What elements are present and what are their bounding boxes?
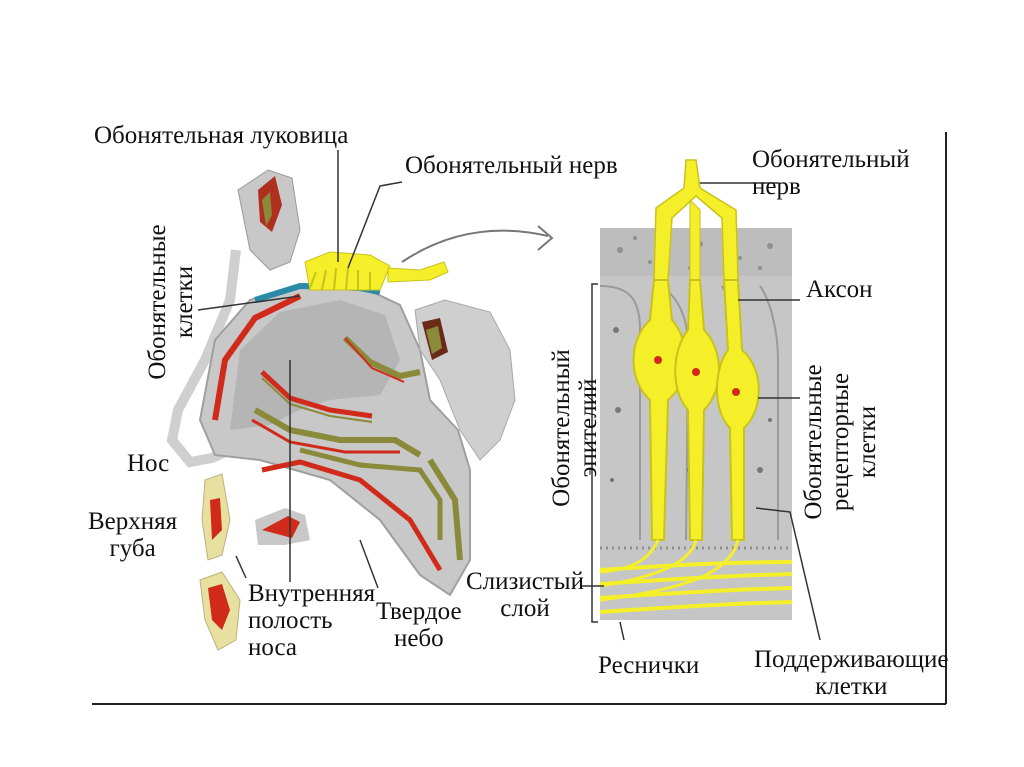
label-upper-lip: Верхняя губа <box>88 508 178 562</box>
epithelium-bracket <box>591 283 598 623</box>
label-olfactory-receptor-cells: Обонятельные рецепторные клетки <box>800 364 881 520</box>
label-olfactory-epithelium: Обонятельный эпителий <box>548 349 602 507</box>
label-olfactory-cells: Обонятельные клетки <box>144 224 198 380</box>
epithelium-section <box>599 159 793 620</box>
label-mucous-layer: Слизистый слой <box>466 568 584 622</box>
label-supporting-cells: Поддерживающие клетки <box>754 646 949 700</box>
label-nasal-cavity: Внутренняя полость носа <box>248 580 376 661</box>
right-leader-lines <box>580 182 821 641</box>
head-section <box>166 169 516 651</box>
label-cilia: Реснички <box>598 652 700 679</box>
label-hard-palate: Твердое небо <box>376 598 462 652</box>
label-axon: Аксон <box>806 276 873 303</box>
label-olfactory-bulb: Обонятельная луковица <box>94 122 349 149</box>
label-olfactory-nerve-right: Обонятельный нерв <box>752 146 910 200</box>
label-olfactory-nerve-left: Обонятельный нерв <box>405 152 618 179</box>
label-nose: Нос <box>127 450 170 477</box>
left-leader-lines <box>197 150 554 589</box>
